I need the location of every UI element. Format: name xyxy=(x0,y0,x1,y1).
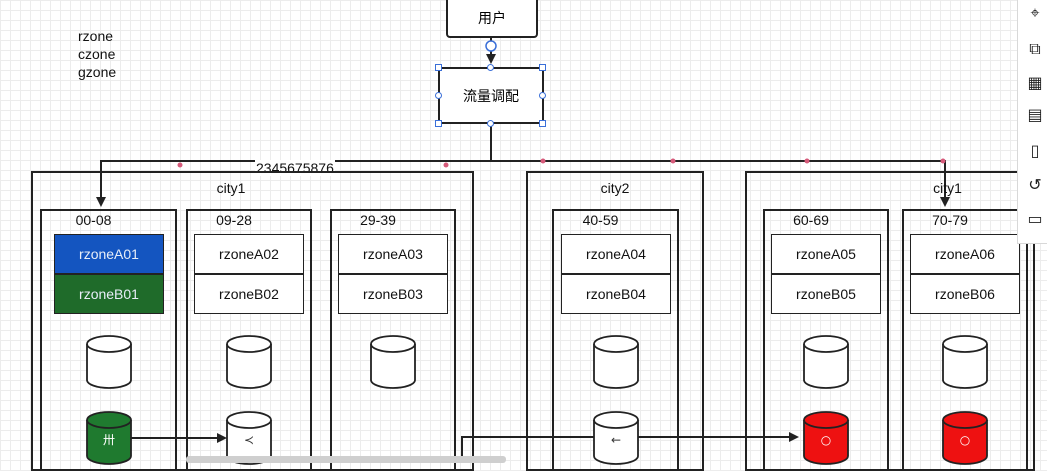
resize-handle[interactable] xyxy=(435,92,442,99)
zone-box[interactable]: rzoneB06 xyxy=(910,274,1020,314)
resize-handle[interactable] xyxy=(435,120,442,127)
shard-range-label: 70-79 xyxy=(932,212,968,228)
legend-item: rzone xyxy=(78,28,114,44)
zone-box[interactable]: rzoneA01 xyxy=(54,234,164,274)
history-icon[interactable]: ↺ xyxy=(1028,177,1042,194)
layers-icon[interactable]: ▤ xyxy=(1027,107,1043,124)
zone-box[interactable]: rzoneB02 xyxy=(194,274,304,314)
replication-edge[interactable] xyxy=(461,432,799,463)
database-replica-icon[interactable]: ← xyxy=(592,410,640,466)
shard-range-label: 09-28 xyxy=(216,212,252,228)
resize-handle[interactable] xyxy=(487,64,494,71)
city-label: city1 xyxy=(216,180,246,196)
zone-box[interactable]: rzoneB05 xyxy=(771,274,881,314)
city-label: city2 xyxy=(600,180,630,196)
resize-handle[interactable] xyxy=(539,64,546,71)
database-replica-icon[interactable]: 卅 xyxy=(85,410,133,466)
svg-text:○: ○ xyxy=(821,433,831,447)
waypoint xyxy=(804,158,810,164)
waypoint xyxy=(443,162,449,168)
database-replica-icon[interactable]: ○ xyxy=(941,410,989,466)
waypoint xyxy=(540,158,546,164)
horizontal-scrollbar[interactable] xyxy=(186,456,506,463)
database-icon[interactable] xyxy=(941,334,989,390)
resize-handle[interactable] xyxy=(539,120,546,127)
zone-box[interactable]: rzoneA04 xyxy=(561,234,671,274)
zone-box[interactable]: rzoneB04 xyxy=(561,274,671,314)
zone-box[interactable]: rzoneA03 xyxy=(338,234,448,274)
router-node-label: 流量调配 xyxy=(463,87,519,104)
zone-box[interactable]: rzoneA02 xyxy=(194,234,304,274)
database-icon[interactable] xyxy=(802,334,850,390)
right-toolbar: ⌖ ⧉ ▦ ▤ ▯ ↺ ▭ xyxy=(1017,0,1047,244)
legend: rzone czone gzone xyxy=(78,27,116,81)
comment-icon[interactable]: ▭ xyxy=(1027,211,1043,228)
database-icon[interactable] xyxy=(85,334,133,390)
zone-box[interactable]: rzoneA05 xyxy=(771,234,881,274)
shard-range-label: 00-08 xyxy=(75,212,112,228)
user-node[interactable]: 用户 xyxy=(446,0,538,38)
svg-text:卅: 卅 xyxy=(103,433,115,447)
legend-item: czone xyxy=(78,46,116,62)
zone-box[interactable]: rzoneB01 xyxy=(54,274,164,314)
connection-handle[interactable] xyxy=(485,40,497,52)
database-replica-icon[interactable]: ○ xyxy=(802,410,850,466)
database-icon[interactable] xyxy=(369,334,417,390)
waypoint xyxy=(670,158,676,164)
shard-range-label: 40-59 xyxy=(582,212,619,228)
shard-range-label: 29-39 xyxy=(360,212,396,228)
resize-handle[interactable] xyxy=(435,64,442,71)
shard-range-label: 60-69 xyxy=(793,212,829,228)
city-label: city1 xyxy=(933,180,962,196)
database-icon[interactable] xyxy=(225,334,273,390)
router-node[interactable]: 流量调配 xyxy=(438,67,544,124)
format-icon[interactable]: ⧉ xyxy=(1029,41,1041,58)
database-replica-icon[interactable]: ≺ xyxy=(225,410,273,466)
waypoint xyxy=(177,162,183,168)
legend-item: gzone xyxy=(78,64,117,80)
svg-text:○: ○ xyxy=(960,433,970,447)
zone-box[interactable]: rzoneA06 xyxy=(910,234,1020,274)
resize-handle[interactable] xyxy=(487,120,494,127)
zone-box[interactable]: rzoneB03 xyxy=(338,274,448,314)
svg-text:←: ← xyxy=(611,433,621,447)
database-icon[interactable] xyxy=(592,334,640,390)
svg-text:≺: ≺ xyxy=(244,433,254,447)
user-node-label: 用户 xyxy=(478,10,506,26)
resize-handle[interactable] xyxy=(539,92,546,99)
calendar-icon[interactable]: ▦ xyxy=(1027,75,1043,92)
page-icon[interactable]: ▯ xyxy=(1030,143,1040,160)
crosshair-icon[interactable]: ⌖ xyxy=(1030,5,1040,22)
waypoint xyxy=(940,158,946,164)
